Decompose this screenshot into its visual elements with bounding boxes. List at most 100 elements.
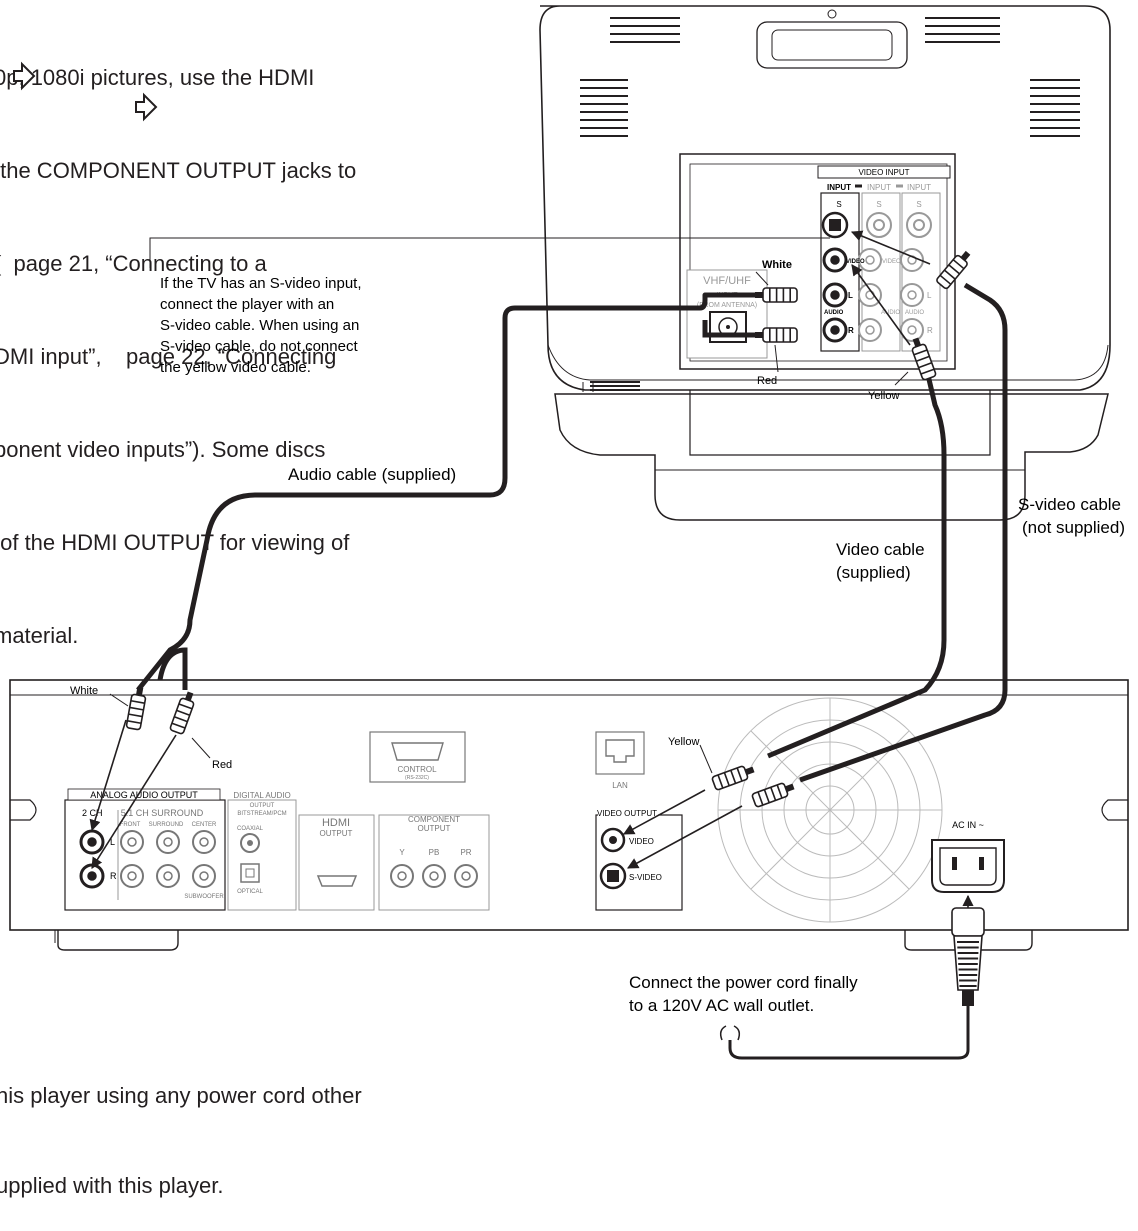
white-rca-plug-tv: [755, 287, 798, 303]
tv-white-label: White: [762, 259, 792, 271]
audio-cable-label: Audio cable (supplied): [288, 465, 456, 484]
digital-audio-sub: BITSTREAM/PCM: [237, 811, 286, 817]
control-label: CONTROL: [397, 765, 437, 774]
component-jack[interactable]: [422, 864, 446, 888]
lan-label: LAN: [612, 781, 628, 790]
intro-line: material.: [0, 623, 79, 648]
player-foot: [57, 930, 179, 951]
svideo-note-line: If the TV has an S-video input,: [160, 275, 362, 292]
tv-rca-jack[interactable]: [822, 247, 848, 273]
white-rca-plug-player: [125, 686, 147, 731]
audio-cable: [136, 292, 760, 692]
svideo-note-line: S-video cable. When using an: [160, 317, 359, 334]
optical-jack[interactable]: [240, 863, 260, 883]
player-r-label: R: [110, 871, 117, 881]
tv-s-label: S: [916, 200, 921, 209]
player-rca-jack[interactable]: [120, 830, 144, 854]
tv-rca-jack[interactable]: [858, 318, 882, 342]
surround-col: CENTER: [192, 822, 217, 828]
svideo-note-line: S-video cable, do not connect: [160, 338, 358, 355]
optical-label: OPTICAL: [237, 889, 263, 895]
tv-video-input-title: VIDEO INPUT: [858, 168, 909, 177]
component-jack[interactable]: [390, 864, 414, 888]
tv-svideo-jack[interactable]: [906, 212, 932, 238]
power-cord: [728, 1005, 970, 1060]
player-rca-jack[interactable]: [120, 864, 144, 888]
player-rca-jack[interactable]: [192, 830, 216, 854]
svideo-plug-player: [751, 782, 795, 808]
surround-col: SURROUND: [149, 822, 184, 828]
yellow-rca-plug-tv: [911, 337, 937, 381]
tv-audio-label: AUDIO: [881, 310, 900, 316]
player-red-label: Red: [212, 759, 232, 771]
player-rca-jack[interactable]: [156, 864, 180, 888]
tv-rca-jack[interactable]: [858, 283, 882, 307]
tv-video-label: VIDEO: [846, 259, 865, 265]
tv-rca-jack[interactable]: [900, 318, 924, 342]
player-video-jack[interactable]: [600, 827, 626, 853]
surround-title: 5.1 CH SURROUND: [121, 808, 204, 818]
svideo-note-line: connect the player with an: [160, 296, 334, 313]
component-jack[interactable]: [454, 864, 478, 888]
control-port: [391, 742, 444, 761]
intro-line: ( page 21, “Connecting to a: [0, 251, 267, 276]
tv-l-label: L: [848, 291, 853, 300]
hdmi-label: HDMI: [322, 817, 350, 829]
player-yellow-label: Yellow: [668, 736, 699, 748]
tv-rca-jack[interactable]: [858, 248, 882, 272]
hdmi-port[interactable]: [316, 875, 358, 887]
control-sub: (RS-232C): [405, 775, 429, 781]
player-svideo-jack[interactable]: [599, 862, 627, 890]
intro-line: ponent video inputs”). Some discs: [0, 437, 326, 462]
bottom-line: upplied with this player.: [0, 1173, 224, 1198]
component-label: COMPONENT: [408, 815, 460, 824]
tv-rca-jack[interactable]: [900, 283, 924, 307]
player-rca-jack[interactable]: [79, 829, 105, 855]
intro-line: 0p, 1080i pictures, use the HDMI: [0, 65, 315, 90]
fan-grille: [717, 697, 943, 923]
svideo-cable-label: (not supplied): [1022, 518, 1125, 537]
tv-yellow-label: Yellow: [868, 390, 899, 402]
tv-input-label: INPUT: [907, 183, 931, 192]
video-output-title: VIDEO OUTPUT: [597, 809, 657, 818]
player-rca-jack[interactable]: [156, 830, 180, 854]
tv-audio-label: AUDIO: [824, 310, 844, 316]
coaxial-label: COAXIAL: [237, 826, 264, 832]
svideo-note: If the TV has an S-video input, connect …: [160, 275, 362, 376]
player-rca-jack[interactable]: [192, 864, 216, 888]
svideo-cable-label: S-video cable: [1018, 495, 1121, 514]
tv-r-label: R: [848, 326, 854, 335]
tv-rca-jack[interactable]: [822, 317, 848, 343]
intro-line: .: [0, 713, 434, 744]
tv-red-label: Red: [757, 375, 777, 387]
digital-audio-title: DIGITAL AUDIO: [233, 791, 290, 800]
component-sub: OUTPUT: [418, 824, 451, 833]
player-svideo-label: S-VIDEO: [629, 873, 662, 882]
bottom-warning-text: his player using any power cord other up…: [0, 1021, 362, 1231]
player-rca-jack[interactable]: [79, 863, 105, 889]
tv-l-label: L: [927, 291, 932, 300]
tv-handle: [756, 21, 908, 69]
red-rca-plug-tv: [755, 327, 798, 343]
svideo-plug-tv: [936, 250, 971, 290]
tv-svideo-jack[interactable]: [821, 211, 849, 239]
tv-input-label: INPUT: [867, 183, 891, 192]
tv-input-label: INPUT: [827, 183, 851, 192]
tv-rca-jack[interactable]: [822, 282, 848, 308]
tv-svideo-jack[interactable]: [866, 212, 892, 238]
component-col: PB: [429, 848, 440, 857]
connection-diagram: VHF/UHF INPUT (FROM ANTENNA) VIDEO INPUT…: [9, 5, 1129, 1060]
intro-line: of the HDMI OUTPUT for viewing of: [0, 530, 350, 555]
intro-text: 0p, 1080i pictures, use the HDMI the COM…: [0, 0, 434, 775]
video-cable-label: (supplied): [836, 563, 911, 582]
bottom-line: his player using any power cord other: [0, 1083, 362, 1108]
coaxial-jack[interactable]: [240, 833, 260, 853]
surround-col: FRONT: [120, 822, 141, 828]
component-col: PR: [460, 848, 471, 857]
svideo-note-line: the yellow video cable.: [160, 359, 311, 376]
yellow-rca-plug-player: [711, 765, 755, 791]
tv-r-label: R: [927, 326, 933, 335]
video-cable: [767, 374, 947, 759]
page-ref-arrow-icon: [13, 61, 36, 91]
tv-stand: [554, 393, 1109, 521]
